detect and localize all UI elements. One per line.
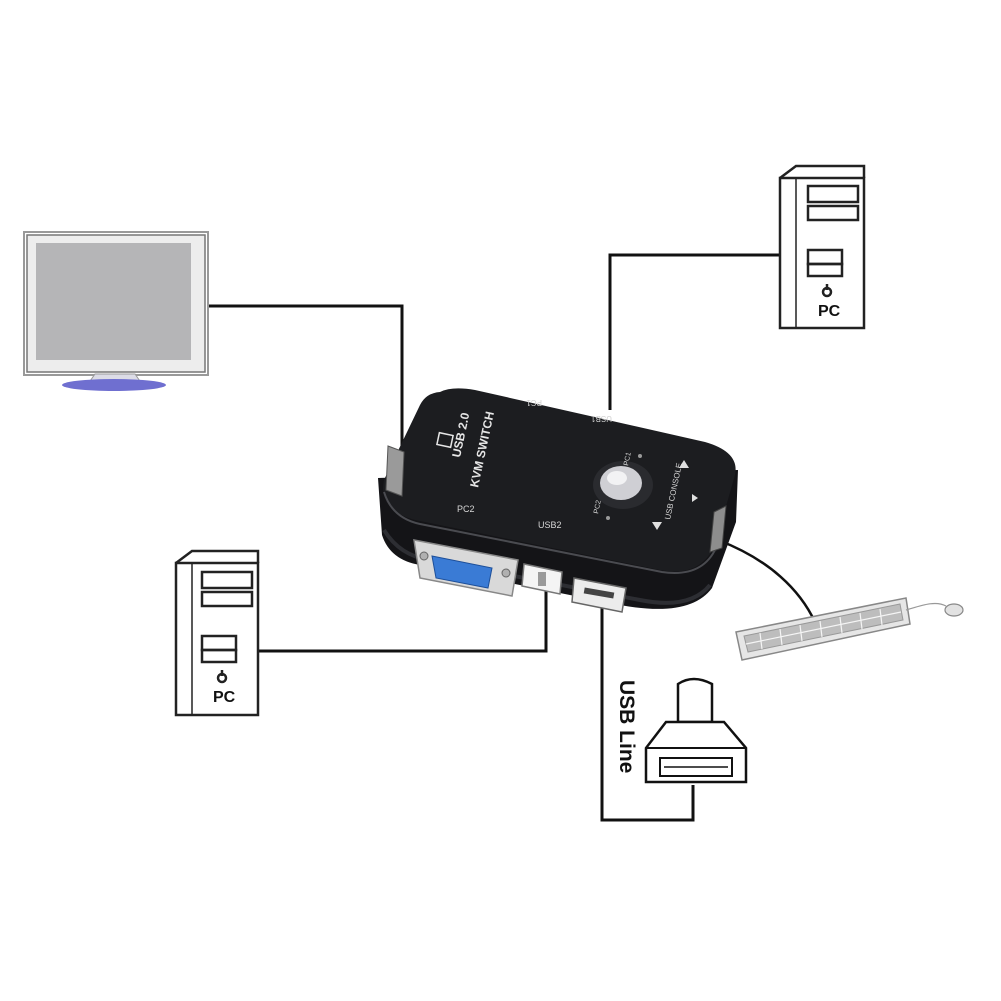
kvm-logo-icon: [436, 431, 454, 449]
selector-button-shine: [607, 471, 627, 485]
keyboard: [735, 597, 964, 661]
pc-right-drive-bay-4: [806, 262, 844, 278]
keyboard-key-grid: [745, 608, 902, 650]
kvm-switch-top: [383, 388, 736, 572]
selector-button[interactable]: [593, 461, 653, 509]
monitor-base: [62, 379, 166, 391]
cable-monitor-to-switch: [207, 304, 404, 450]
pc-tower-right: [778, 164, 866, 330]
led-pc2-icon: [606, 516, 610, 520]
console-arrow-up-icon: [679, 460, 689, 468]
usb-console-port[interactable]: [571, 577, 627, 613]
cables: [207, 253, 817, 822]
mouse-cord: [905, 602, 947, 611]
usb-line-label: USB Line: [615, 680, 638, 774]
pc-left-drive-bay-4: [200, 648, 238, 664]
usb-port-pc2[interactable]: [521, 563, 563, 595]
pc-right-drive-bay-2: [806, 204, 860, 222]
usb-console-port-slot: [583, 587, 615, 599]
kvm-switch: USB 2.0 KVM SWITCH PC1 USB1 PC2 USB2 USB…: [378, 388, 738, 613]
pc-right-drive-bay-1: [806, 184, 860, 204]
port-label-usb1: USB1: [591, 414, 612, 423]
usb-port-pc2-tongue: [538, 572, 546, 586]
pc-left-label: PC: [213, 689, 236, 706]
led-pc1-icon: [638, 454, 642, 458]
port-label-pc2: PC2: [457, 504, 475, 514]
button-label-pc1: PC1: [623, 452, 633, 467]
button-label-pc2: PC2: [593, 500, 603, 515]
console-side-port[interactable]: [709, 505, 727, 553]
vga-screw-left-icon: [419, 551, 429, 561]
port-label-pc1: PC1: [526, 398, 542, 407]
vga-screw-right-icon: [501, 568, 511, 578]
usb-plug: [644, 677, 748, 784]
kvm-switch-edge-highlight: [383, 491, 717, 574]
cable-pc-left-to-switch: [258, 585, 548, 653]
console-arrow-small-icon: [692, 494, 698, 502]
pc-right-label: PC: [818, 303, 841, 320]
pc-left-drive-bay-1: [200, 570, 254, 590]
console-arrow-down-icon: [652, 522, 662, 530]
port-label-usb2: USB2: [538, 520, 562, 530]
pc-tower-left: [174, 549, 260, 717]
vga-port-pc2[interactable]: [413, 539, 519, 597]
monitor: [23, 231, 209, 391]
cable-keyboard: [717, 538, 817, 623]
usb-plug-cable-top: [676, 677, 714, 724]
cable-usb-line: [600, 596, 695, 822]
pc-left-top: [175, 549, 260, 564]
monitor-screen: [36, 243, 191, 360]
pc-left-drive-bay-2: [200, 590, 254, 608]
vga-port-connector: [431, 555, 493, 589]
kvm-switch-lip: [382, 528, 712, 605]
mouse-icon: [944, 603, 964, 617]
vga-port-pc1-side[interactable]: [385, 445, 405, 497]
cable-pc-right-to-switch: [608, 253, 780, 410]
pc-right-top: [779, 164, 866, 179]
